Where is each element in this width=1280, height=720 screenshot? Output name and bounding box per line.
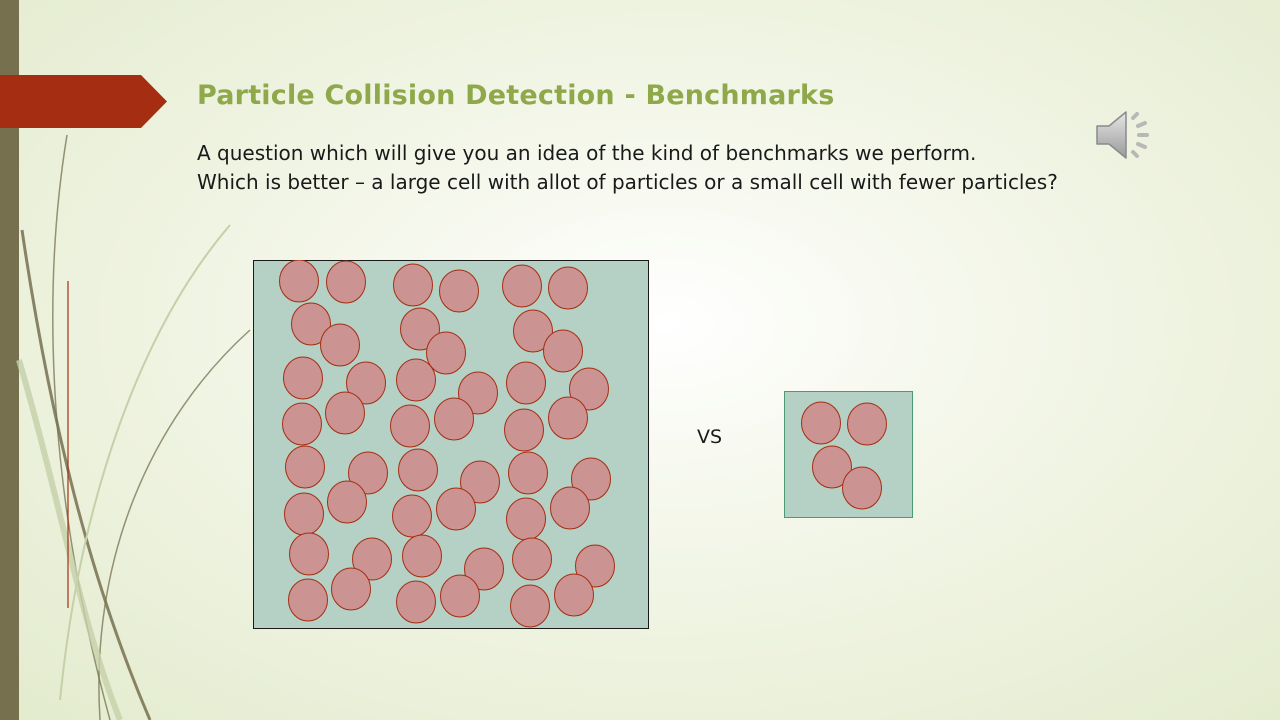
slide-body-text: A question which will give you an idea o… — [197, 139, 1102, 197]
large-cell-particle — [543, 329, 583, 373]
large-cell-particle — [436, 487, 476, 531]
large-cell-particle — [284, 492, 324, 536]
large-cell-particle — [400, 307, 440, 351]
large-cell-particle — [440, 574, 480, 618]
large-cell-particle — [512, 537, 552, 581]
body-line-2: Which is better – a large cell with allo… — [197, 170, 1058, 194]
large-cell-particle — [327, 480, 367, 524]
large-cell-particle — [396, 358, 436, 402]
large-cell — [253, 260, 649, 629]
speaker-icon[interactable] — [1093, 104, 1159, 164]
large-cell-particle — [458, 371, 498, 415]
large-cell-particle — [502, 264, 542, 308]
title-arrow-shape — [0, 75, 167, 128]
large-cell-particle — [348, 451, 388, 495]
large-cell-particle — [326, 260, 366, 304]
large-cell-particle — [331, 567, 371, 611]
large-cell-particle — [460, 460, 500, 504]
large-cell-particle — [513, 309, 553, 353]
large-cell-particle — [569, 367, 609, 411]
small-cell-particle — [847, 402, 887, 446]
small-cell-particle — [812, 445, 852, 489]
large-cell-particle — [508, 451, 548, 495]
large-cell-particle — [548, 266, 588, 310]
large-cell-particle — [571, 457, 611, 501]
large-cell-particle — [504, 408, 544, 452]
large-cell-particle — [393, 263, 433, 307]
slide-title: Particle Collision Detection - Benchmark… — [197, 80, 835, 111]
large-cell-particle — [352, 537, 392, 581]
large-cell-particle — [550, 486, 590, 530]
large-cell-particle — [346, 361, 386, 405]
large-cell-particle — [398, 448, 438, 492]
large-cell-particle — [291, 302, 331, 346]
large-cell-particle — [506, 497, 546, 541]
large-cell-particle — [392, 494, 432, 538]
large-cell-particle — [390, 404, 430, 448]
large-cell-particle — [289, 532, 329, 576]
large-cell-particle — [464, 547, 504, 591]
vs-label: VS — [697, 426, 723, 448]
large-cell-particle — [575, 544, 615, 588]
small-cell-particle — [842, 466, 882, 510]
large-cell-particle — [283, 356, 323, 400]
left-accent-bar — [0, 0, 19, 720]
large-cell-particle — [506, 361, 546, 405]
large-cell-particle — [434, 397, 474, 441]
large-cell-particle — [279, 260, 319, 303]
small-cell-particle — [801, 401, 841, 445]
large-cell-particle — [510, 584, 550, 628]
large-cell-particle — [426, 331, 466, 375]
large-cell-particle — [288, 578, 328, 622]
large-cell-particle — [282, 402, 322, 446]
body-line-1: A question which will give you an idea o… — [197, 141, 977, 165]
large-cell-particle — [285, 445, 325, 489]
large-cell-particle — [320, 323, 360, 367]
large-cell-particle — [439, 269, 479, 313]
large-cell-particle — [548, 396, 588, 440]
small-cell-particles — [801, 401, 887, 510]
large-cell-particle — [396, 580, 436, 624]
large-cell-particle — [554, 573, 594, 617]
large-cell-particle — [402, 534, 442, 578]
small-cell — [784, 391, 913, 518]
large-cell-particle — [325, 391, 365, 435]
large-cell-particles — [279, 260, 615, 628]
